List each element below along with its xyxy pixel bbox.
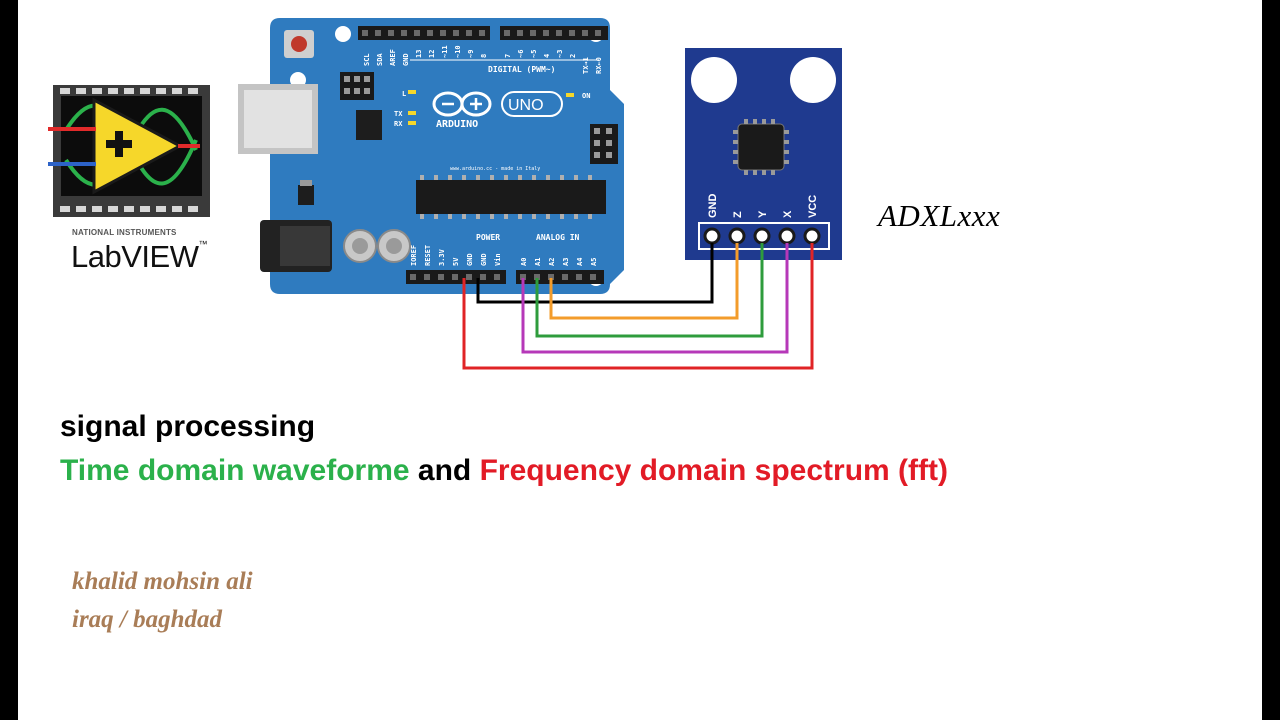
arduino-digital-label: DIGITAL (PWM~) xyxy=(488,65,555,74)
labview-name-text: LabVIEW xyxy=(71,239,199,274)
wires xyxy=(462,243,814,370)
pin-label: ~5 xyxy=(530,50,538,58)
sensor-pin-gnd: GND xyxy=(707,194,719,219)
author-location: iraq / baghdad xyxy=(72,606,223,633)
pin-label: A2 xyxy=(548,258,556,266)
arduino-led-rx: RX xyxy=(394,120,403,128)
pin-label: 3.3V xyxy=(438,248,446,266)
wire-vcc xyxy=(462,243,814,370)
pin-label: A3 xyxy=(562,258,570,266)
pin-label: 4 xyxy=(543,54,551,58)
wire-x xyxy=(521,243,789,354)
author-name: khalid mohsin ali xyxy=(72,568,253,595)
labview-name: LabVIEW™ xyxy=(71,239,207,275)
pin-label: Vin xyxy=(494,253,502,266)
sensor-pin-z: Z xyxy=(732,211,744,218)
pin-label: GND xyxy=(480,253,488,266)
arduino-board: ARDUINO UNO www.arduino.cc - made in Ita… xyxy=(238,18,624,294)
pin-label: TX→1 xyxy=(582,57,590,74)
pin-label: RX←0 xyxy=(595,57,603,74)
sensor-name: ADXLxxx xyxy=(878,198,1001,233)
wire-z xyxy=(549,243,739,320)
arduino-led-tx: TX xyxy=(394,110,403,118)
page-subtitle: Time domain waveforme and Frequency doma… xyxy=(60,454,948,488)
pin-label: 2 xyxy=(569,54,577,58)
arduino-logo-icon xyxy=(432,91,492,117)
wire-y xyxy=(535,243,764,338)
pin-label: A0 xyxy=(520,258,528,266)
wiring-diagram: ARDUINO UNO www.arduino.cc - made in Ita… xyxy=(48,18,842,370)
subtitle-frequency-domain: Frequency domain spectrum (fft) xyxy=(479,454,948,487)
arduino-url: www.arduino.cc - made in Italy xyxy=(450,166,540,172)
labview-trademark: ™ xyxy=(198,239,207,249)
pin-label: ~9 xyxy=(467,50,475,58)
pin-label: IOREF xyxy=(410,245,418,266)
pin-label: SDA xyxy=(376,53,384,66)
pin-label: 7 xyxy=(504,54,512,58)
arduino-on-label: ON xyxy=(582,92,590,100)
pin-label: ~11 xyxy=(441,45,449,58)
subtitle-and: and xyxy=(417,454,472,487)
pin-label: A4 xyxy=(576,258,584,266)
pin-label: AREF xyxy=(389,49,397,66)
pin-label: A1 xyxy=(534,258,542,266)
sensor-board: GND Z Y X VCC xyxy=(685,48,842,260)
pin-label: SCL xyxy=(363,53,371,66)
pin-label: 5V xyxy=(452,257,460,266)
labview-maker: NATIONAL INSTRUMENTS xyxy=(72,228,177,237)
sensor-pin-y: Y xyxy=(757,210,769,218)
sensor-pin-x: X xyxy=(782,210,794,218)
arduino-model: UNO xyxy=(508,97,544,114)
canvas: ARDUINO UNO www.arduino.cc - made in Ita… xyxy=(18,0,1262,720)
pin-label: ~3 xyxy=(556,50,564,58)
pin-label: ~6 xyxy=(517,50,525,58)
pin-label: 8 xyxy=(480,54,488,58)
labview-logo xyxy=(48,85,210,217)
pin-label: ~10 xyxy=(454,45,462,58)
page-title: signal processing xyxy=(60,410,316,443)
arduino-analog-label: ANALOG IN xyxy=(536,233,580,242)
pin-label: 13 xyxy=(415,50,423,58)
pin-label: RESET xyxy=(424,245,432,266)
arduino-brand: ARDUINO xyxy=(436,119,478,130)
pin-label: A5 xyxy=(590,258,598,266)
arduino-led-l: L xyxy=(402,90,406,98)
arduino-power-label: POWER xyxy=(476,233,500,242)
pin-label: GND xyxy=(402,53,410,66)
pin-label: GND xyxy=(466,253,474,266)
pin-label: 12 xyxy=(428,50,436,58)
sensor-pin-vcc: VCC xyxy=(807,195,819,218)
subtitle-time-domain: Time domain waveforme xyxy=(60,454,410,487)
wire-gnd xyxy=(476,243,714,304)
